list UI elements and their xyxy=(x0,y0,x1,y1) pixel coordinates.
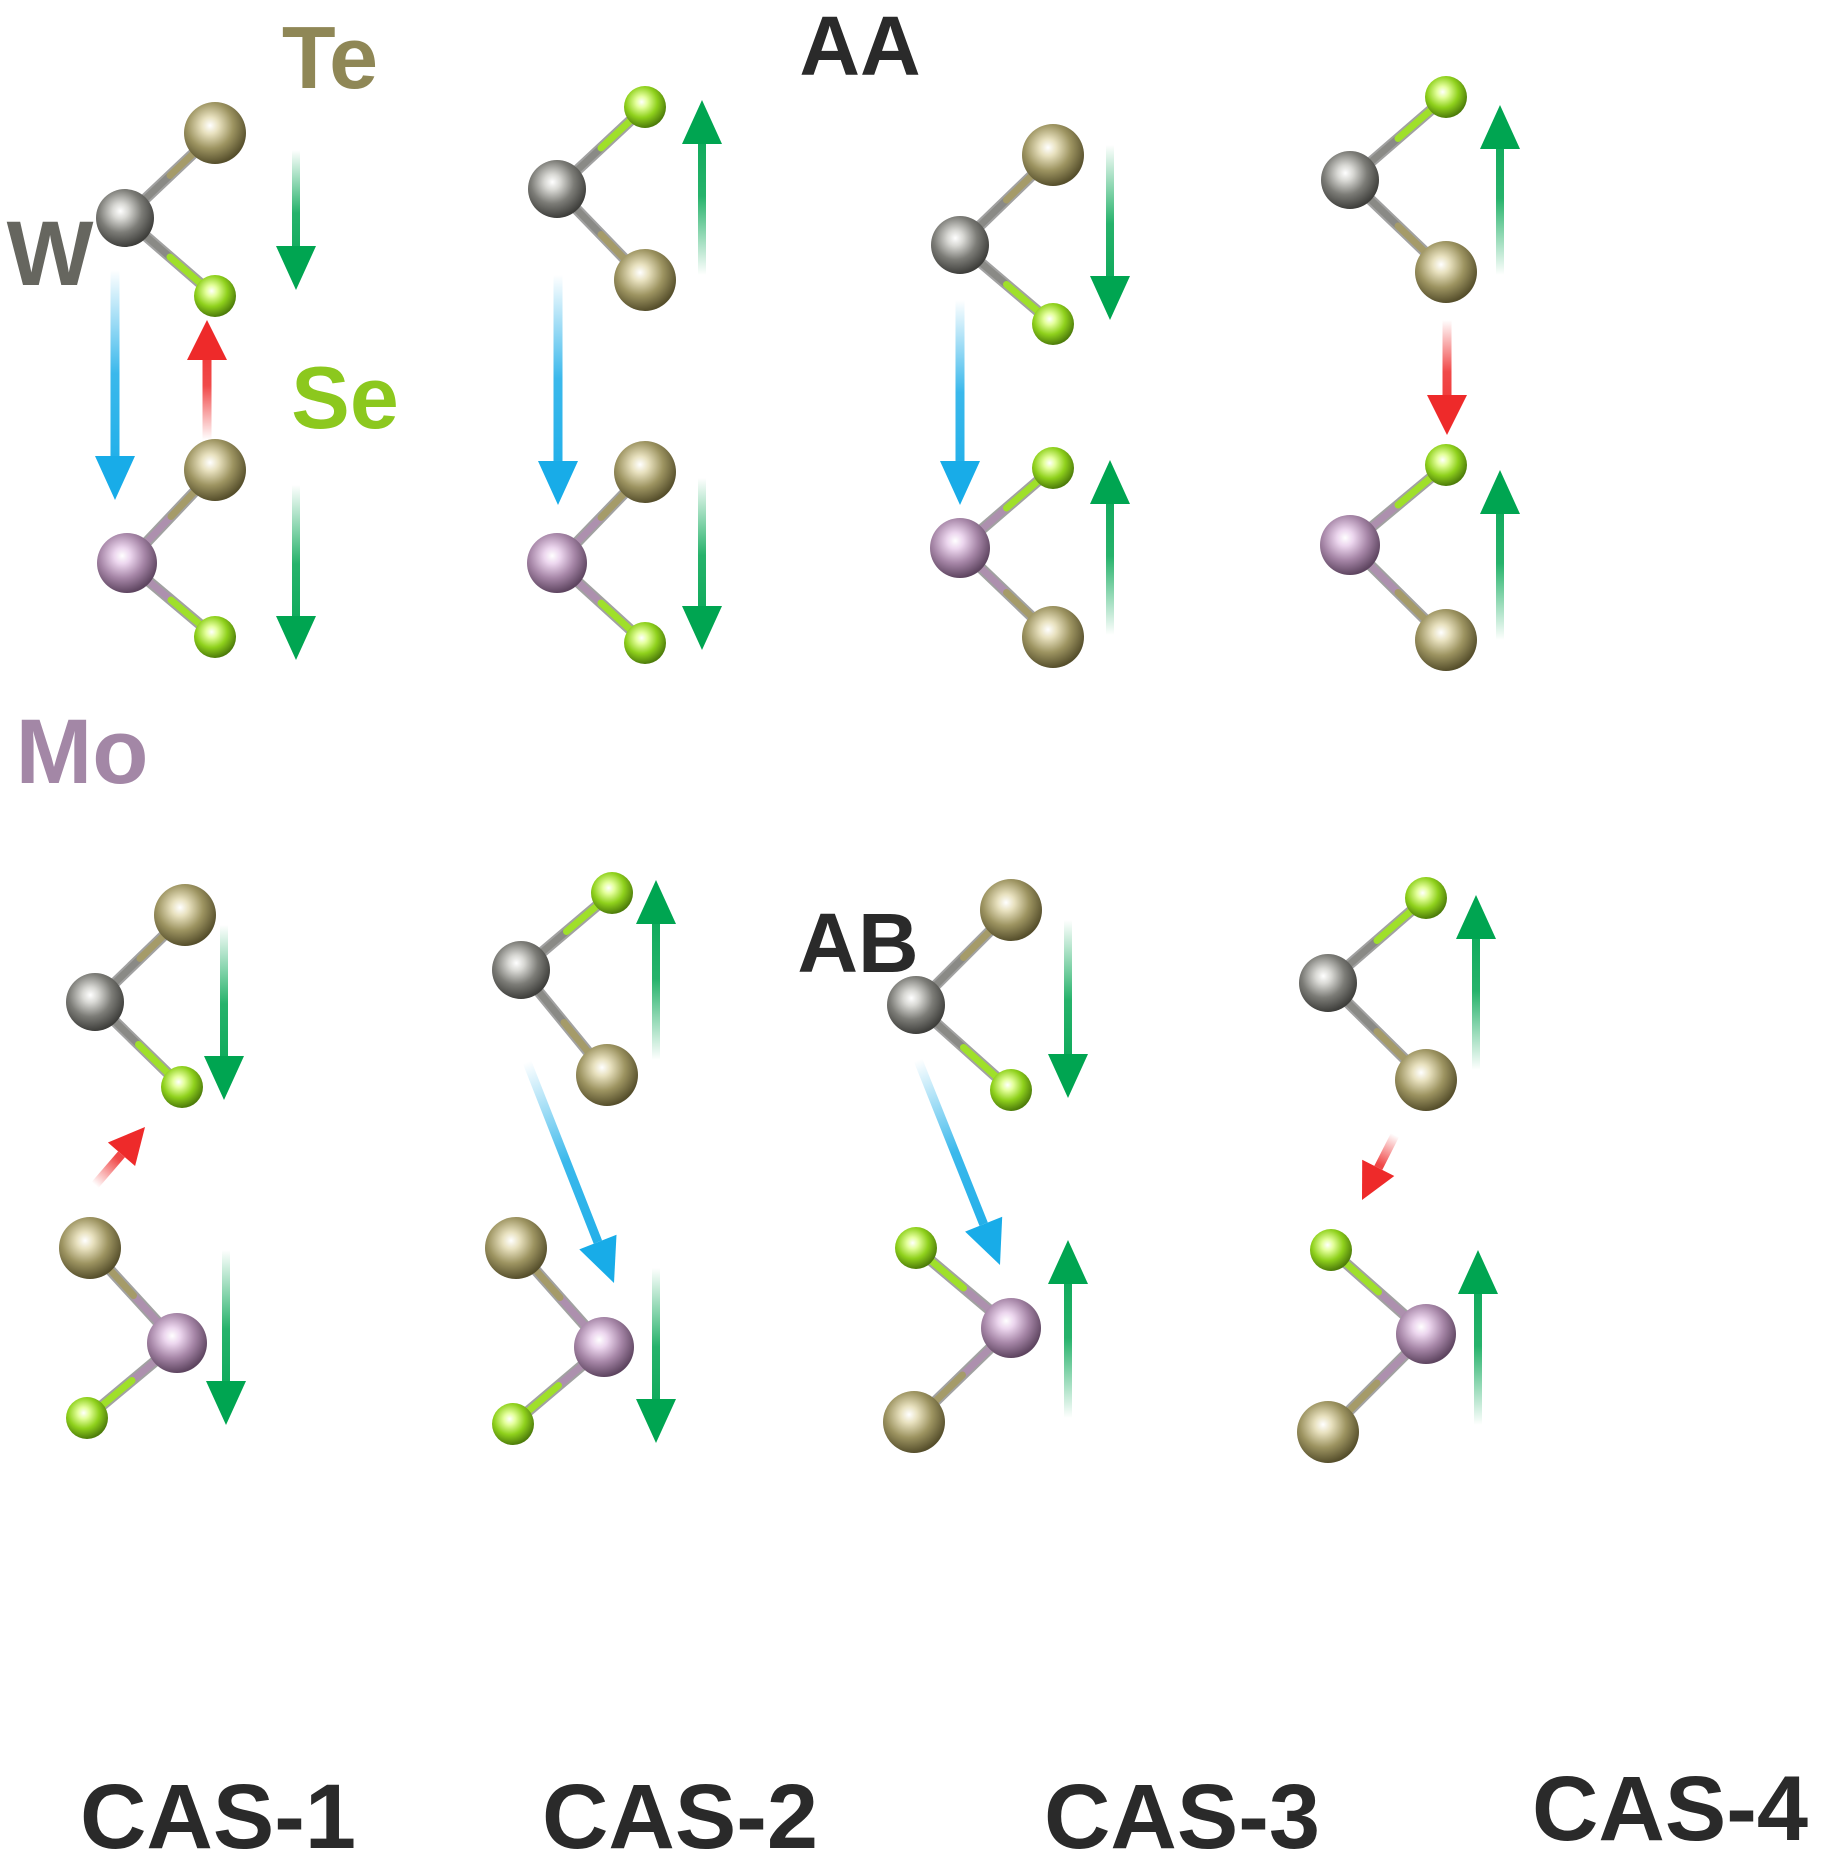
ab-cas1-red-arrow xyxy=(91,1127,145,1188)
ab-cas2-mox-te-atom xyxy=(485,1217,547,1279)
aa-cas1-mox-te-atom xyxy=(184,439,246,501)
column-label-cas-4: CAS-4 xyxy=(1532,1758,1808,1852)
ab-cas4-wx-w-atom xyxy=(1299,954,1357,1012)
ab-cas2-mox-se-atom xyxy=(492,1403,534,1445)
ab-cas3-wx-se-atom xyxy=(990,1069,1032,1111)
aa-cas2-upper-dipole-arrow xyxy=(682,100,722,275)
ab-cas4-mox-se-atom xyxy=(1310,1229,1352,1271)
ab-cas4-mox-mo-atom xyxy=(1396,1304,1456,1364)
ab-cas3-mox-mo-atom xyxy=(981,1298,1041,1358)
aa-cas1-blue-arrow xyxy=(95,270,135,500)
aa-cas3-mox-se-atom xyxy=(1032,447,1074,489)
aa-cas1-red-arrow xyxy=(187,320,227,440)
ab-cas3-wx-w-atom xyxy=(887,976,945,1034)
ab-cas3-wx-te-atom xyxy=(980,879,1042,941)
ab-cas2-blue-arrow xyxy=(522,1060,617,1283)
ab-cas1-wx-te-atom xyxy=(154,884,216,946)
ab-cas3-mox-se-atom xyxy=(895,1227,937,1269)
aa-cas2-blue-arrow xyxy=(538,275,578,505)
aa-cas3-mox-te-atom xyxy=(1022,606,1084,668)
ab-cas4-upper-dipole-arrow xyxy=(1456,895,1496,1070)
element-label-mo: Mo xyxy=(16,701,149,803)
ab-cas4-wx-te-atom xyxy=(1395,1049,1457,1111)
bond-layer xyxy=(81,91,1452,1438)
ab-cas2-wx-te-atom xyxy=(576,1044,638,1106)
ab-cas4-wx-se-atom xyxy=(1405,877,1447,919)
aa-cas4-red-arrow xyxy=(1427,320,1467,435)
aa-cas3-wx-w-atom xyxy=(931,216,989,274)
ab-cas4-red-arrow xyxy=(1362,1132,1400,1200)
element-label-se: Se xyxy=(291,348,399,447)
ab-cas2-lower-dipole-arrow xyxy=(636,1268,676,1443)
ab-cas1-wx-w-atom xyxy=(66,973,124,1031)
column-label-cas-3: CAS-3 xyxy=(1044,1766,1320,1852)
aa-cas2-wx-se-atom xyxy=(624,86,666,128)
heading-ab: AB xyxy=(797,896,918,990)
aa-cas4-wx-w-atom xyxy=(1321,151,1379,209)
aa-cas4-wx-se-atom xyxy=(1425,76,1467,118)
aa-cas4-mox-se-atom xyxy=(1425,444,1467,486)
ab-cas1-mox-te-atom xyxy=(59,1217,121,1279)
aa-cas1-wx-w-atom xyxy=(96,189,154,247)
column-label-cas-2: CAS-2 xyxy=(542,1766,818,1852)
aa-cas4-mox-mo-atom xyxy=(1320,515,1380,575)
ab-cas1-mox-mo-atom xyxy=(147,1313,207,1373)
aa-cas2-mox-se-atom xyxy=(624,622,666,664)
column-label-cas-1: CAS-1 xyxy=(80,1766,356,1852)
aa-cas3-wx-te-atom xyxy=(1022,124,1084,186)
ab-cas4-mox-te-atom xyxy=(1297,1401,1359,1463)
ab-cas1-wx-se-atom xyxy=(161,1066,203,1108)
aa-cas4-upper-dipole-arrow xyxy=(1480,105,1520,275)
ab-cas4-lower-dipole-arrow xyxy=(1458,1250,1498,1425)
aa-cas3-blue-arrow xyxy=(940,300,980,505)
aa-cas4-mox-te-atom xyxy=(1415,609,1477,671)
aa-cas4-wx-te-atom xyxy=(1415,241,1477,303)
aa-cas3-wx-se-atom xyxy=(1032,303,1074,345)
aa-cas2-lower-dipole-arrow xyxy=(682,478,722,650)
atom-layer xyxy=(59,76,1477,1463)
ab-cas3-blue-arrow xyxy=(913,1058,1003,1265)
aa-cas2-wx-te-atom xyxy=(614,249,676,311)
ab-cas3-mox-te-atom xyxy=(883,1391,945,1453)
heading-aa: AA xyxy=(799,0,920,93)
aa-cas4-lower-dipole-arrow xyxy=(1480,470,1520,640)
aa-cas2-wx-w-atom xyxy=(528,160,586,218)
ab-cas2-wx-se-atom xyxy=(591,872,633,914)
aa-cas2-mox-te-atom xyxy=(614,441,676,503)
aa-cas1-mox-mo-atom xyxy=(97,533,157,593)
ab-cas1-mox-se-atom xyxy=(66,1397,108,1439)
ab-cas1-lower-dipole-arrow xyxy=(206,1250,246,1425)
aa-cas3-upper-dipole-arrow xyxy=(1090,145,1130,320)
aa-cas3-lower-dipole-arrow xyxy=(1090,460,1130,635)
ab-cas2-mox-mo-atom xyxy=(574,1317,634,1377)
aa-cas1-lower-dipole-arrow xyxy=(276,485,316,660)
aa-cas1-mox-se-atom xyxy=(194,616,236,658)
element-label-te: Te xyxy=(282,8,378,107)
aa-cas2-mox-mo-atom xyxy=(527,533,587,593)
ab-cas2-wx-w-atom xyxy=(492,941,550,999)
aa-cas1-wx-te-atom xyxy=(184,102,246,164)
aa-cas3-mox-mo-atom xyxy=(930,518,990,578)
ab-cas1-upper-dipole-arrow xyxy=(204,925,244,1100)
ab-cas3-lower-dipole-arrow xyxy=(1048,1240,1088,1418)
ab-cas3-upper-dipole-arrow xyxy=(1048,920,1088,1098)
element-label-w: W xyxy=(7,203,94,305)
aa-cas1-upper-dipole-arrow xyxy=(276,150,316,290)
ab-cas2-upper-dipole-arrow xyxy=(636,880,676,1060)
arrow-layer xyxy=(91,100,1520,1443)
aa-cas1-wx-se-atom xyxy=(194,275,236,317)
